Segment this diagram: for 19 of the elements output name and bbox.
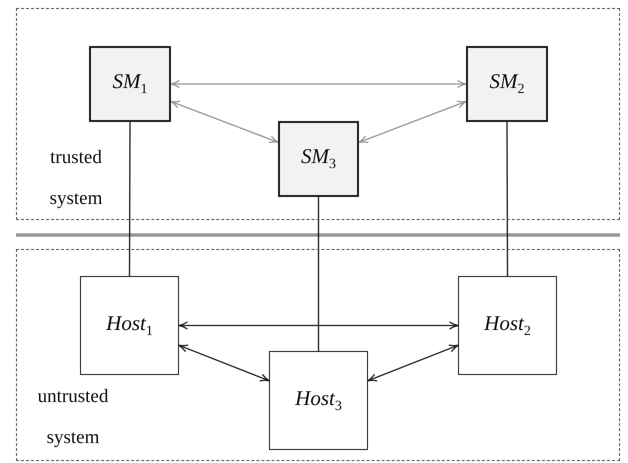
node-label: SM$_{3}$ <box>301 144 336 174</box>
connector-line <box>128 122 131 276</box>
node-label: Host$_{2}$ <box>484 310 531 340</box>
dashed-region-box <box>16 8 620 220</box>
security-module-box <box>466 46 548 122</box>
host-box <box>269 351 368 450</box>
host-box <box>458 276 557 375</box>
security-module-box <box>89 46 171 122</box>
region-label: untrusted system <box>36 385 110 450</box>
dashed-region-box <box>16 249 620 461</box>
node-label: Host$_{1}$ <box>106 310 153 340</box>
node-label: SM$_{2}$ <box>490 69 524 99</box>
security-module-box <box>278 121 359 197</box>
node-label: SM$_{1}$ <box>112 69 148 99</box>
connector-line <box>506 122 508 276</box>
connector-line <box>318 197 320 351</box>
region-label: trusted system <box>48 146 104 211</box>
node-label: Host$_{3}$ <box>295 386 342 416</box>
host-box <box>80 276 179 375</box>
